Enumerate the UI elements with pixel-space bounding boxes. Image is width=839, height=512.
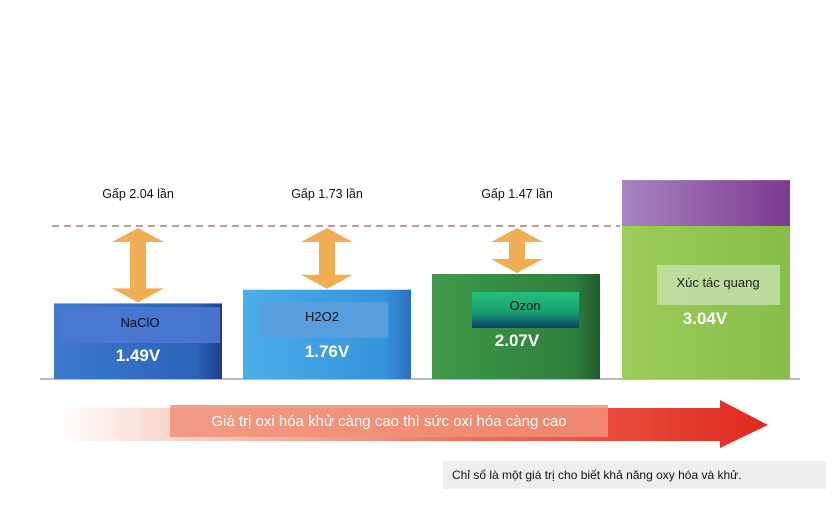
ratio-label-ozon: Gấp 1.47 lần xyxy=(481,187,553,201)
note-box xyxy=(443,461,826,489)
category-label-photocatalyst: Xúc tác quang xyxy=(676,275,759,290)
label-box-ozon xyxy=(472,292,579,328)
ratio-label-h2o2: Gấp 1.73 lần xyxy=(291,187,363,201)
bar-uva xyxy=(622,180,790,226)
label-box-naclo xyxy=(60,307,220,343)
value-label-photocatalyst: 3.04V xyxy=(683,309,728,328)
double-arrow-icon-ozon xyxy=(491,228,543,273)
arrow-caption: Giá trị oxi hóa khử càng cao thì sức oxi… xyxy=(211,413,566,430)
uva-name-label: UV-A xyxy=(680,99,730,122)
double-arrow-icon-h2o2 xyxy=(301,228,353,289)
label-box-h2o2 xyxy=(260,302,388,338)
label-box-photocatalyst xyxy=(657,265,780,305)
category-label-naclo: NaClO xyxy=(120,315,159,330)
value-label-naclo: 1.49V xyxy=(116,346,161,365)
value-label-h2o2: 1.76V xyxy=(305,342,350,361)
category-label-h2o2: H2O2 xyxy=(305,309,339,324)
double-arrow-icon-naclo xyxy=(112,228,164,303)
note-text: Chỉ số là một giá trị cho biết khả năng … xyxy=(452,468,742,482)
uva-value-label: 4.00V xyxy=(683,123,728,142)
ratio-label-naclo: Gấp 2.04 lần xyxy=(102,187,174,201)
category-label-ozon: Ozon xyxy=(509,298,540,313)
arrow-text-box xyxy=(170,405,608,437)
value-label-ozon: 2.07V xyxy=(495,331,540,350)
